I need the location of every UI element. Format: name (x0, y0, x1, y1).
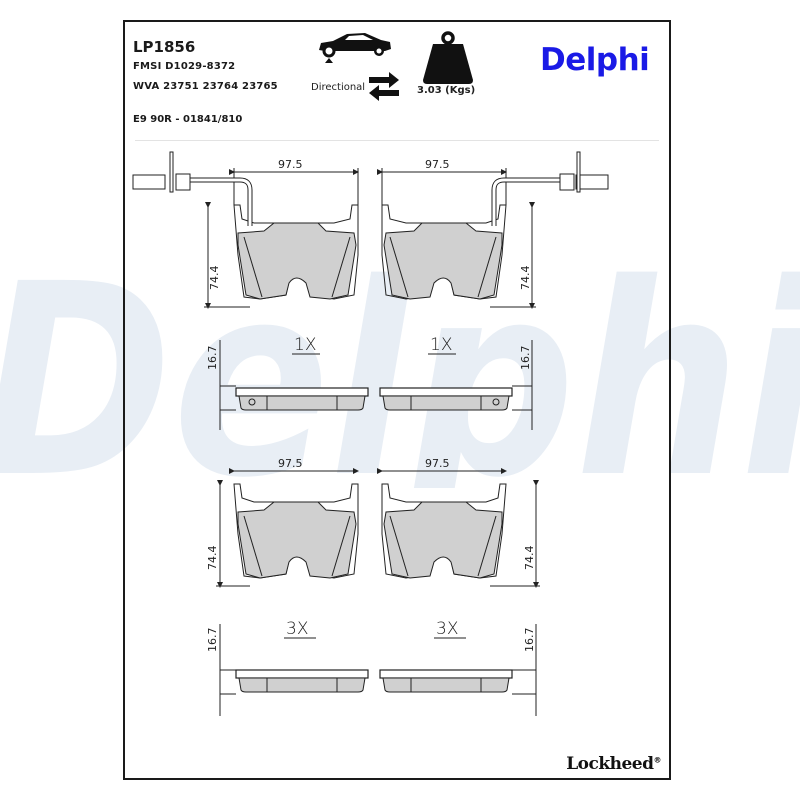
wear-sensor-connector (132, 174, 166, 190)
weight-icon (423, 31, 473, 84)
lockheed-logo: Lockheed® (566, 754, 661, 774)
thickness-dimension-label: 16.7 (206, 628, 219, 653)
pad-edge-view (235, 387, 369, 411)
ece-approval: E9 90R - 01841/810 (133, 114, 243, 125)
height-dimension-label: 74.4 (206, 546, 219, 571)
weight-value: 3.03 (Kgs) (417, 85, 476, 96)
pad-edge-view (235, 669, 369, 693)
header-divider (135, 140, 659, 141)
registered-mark: ® (653, 755, 662, 765)
wear-sensor-connector (575, 174, 609, 190)
swap-arrows-icon (369, 72, 399, 101)
pad-with-sensor-left: 97.5 74.4 (132, 151, 359, 309)
quantity-label: 3X (286, 619, 308, 639)
pad-edge-view (379, 387, 513, 411)
fmsi-reference: FMSI D1029-8372 (133, 61, 236, 72)
pad-edge-view (379, 669, 513, 693)
part-number: LP1856 (133, 38, 196, 56)
wva-reference: WVA 23751 23764 23765 (133, 81, 278, 92)
quantity-label: 3X (436, 619, 458, 639)
width-dimension-label: 97.5 (425, 158, 450, 171)
car-axle-icon (319, 33, 391, 63)
width-dimension-label: 97.5 (425, 457, 450, 470)
pad-with-sensor-right: 97.5 74.4 (377, 151, 609, 309)
directional-label: Directional (311, 82, 366, 93)
height-dimension-label: 74.4 (208, 266, 221, 291)
height-dimension-label: 74.4 (523, 546, 536, 571)
quantity-label: 1X (294, 335, 316, 355)
delphi-logo: Delphi (540, 42, 650, 78)
pad-without-sensor-left: 97.5 74.4 (206, 457, 359, 588)
product-sheet: LP1856 FMSI D1029-8372 WVA 23751 23764 2… (123, 20, 671, 780)
pad-without-sensor-right: 97.5 74.4 (377, 457, 540, 588)
height-dimension-label: 74.4 (519, 266, 532, 291)
width-dimension-label: 97.5 (278, 457, 303, 470)
thickness-dimension-label: 16.7 (523, 628, 536, 653)
lockheed-text: Lockheed (566, 754, 654, 774)
delphi-watermark: Delphi (0, 268, 800, 488)
width-dimension-label: 97.5 (278, 158, 303, 171)
svg-text:Delphi: Delphi (0, 268, 800, 488)
thickness-dimension-label: 16.7 (519, 346, 532, 371)
quantity-label: 1X (430, 335, 452, 355)
thickness-dimension-label: 16.7 (206, 346, 219, 371)
